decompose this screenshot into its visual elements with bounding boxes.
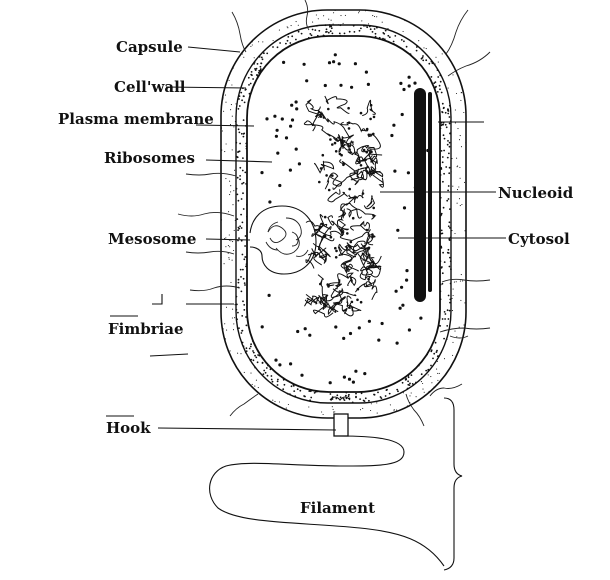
label-hook: Hook — [106, 419, 151, 437]
nucleoid-dna — [303, 95, 384, 318]
labels: Capsule Cell'wall Plasma membrane Riboso… — [58, 38, 574, 517]
cell-wall-layer — [235, 24, 452, 404]
fimbriae-hairs — [177, 0, 491, 427]
leader-lines — [106, 46, 506, 571]
label-mesosome: Mesosome — [108, 230, 196, 248]
filament-line — [209, 435, 445, 567]
label-nucleoid: Nucleoid — [498, 184, 574, 202]
capsule-stipple — [220, 9, 467, 416]
label-fimbriae: Fimbriae — [108, 320, 184, 338]
label-cell-wall: Cell'wall — [114, 78, 186, 96]
label-cytosol: Cytosol — [508, 230, 570, 248]
ribosome-dots — [260, 53, 430, 385]
label-plasma-membrane: Plasma membrane — [58, 110, 214, 128]
hook-structure — [333, 413, 349, 437]
inclusion-rod — [414, 88, 432, 302]
flagellum — [209, 396, 445, 567]
mesosome — [249, 205, 317, 275]
label-capsule: Capsule — [116, 38, 183, 56]
label-ribosomes: Ribosomes — [104, 149, 195, 167]
label-filament: Filament — [300, 499, 375, 517]
